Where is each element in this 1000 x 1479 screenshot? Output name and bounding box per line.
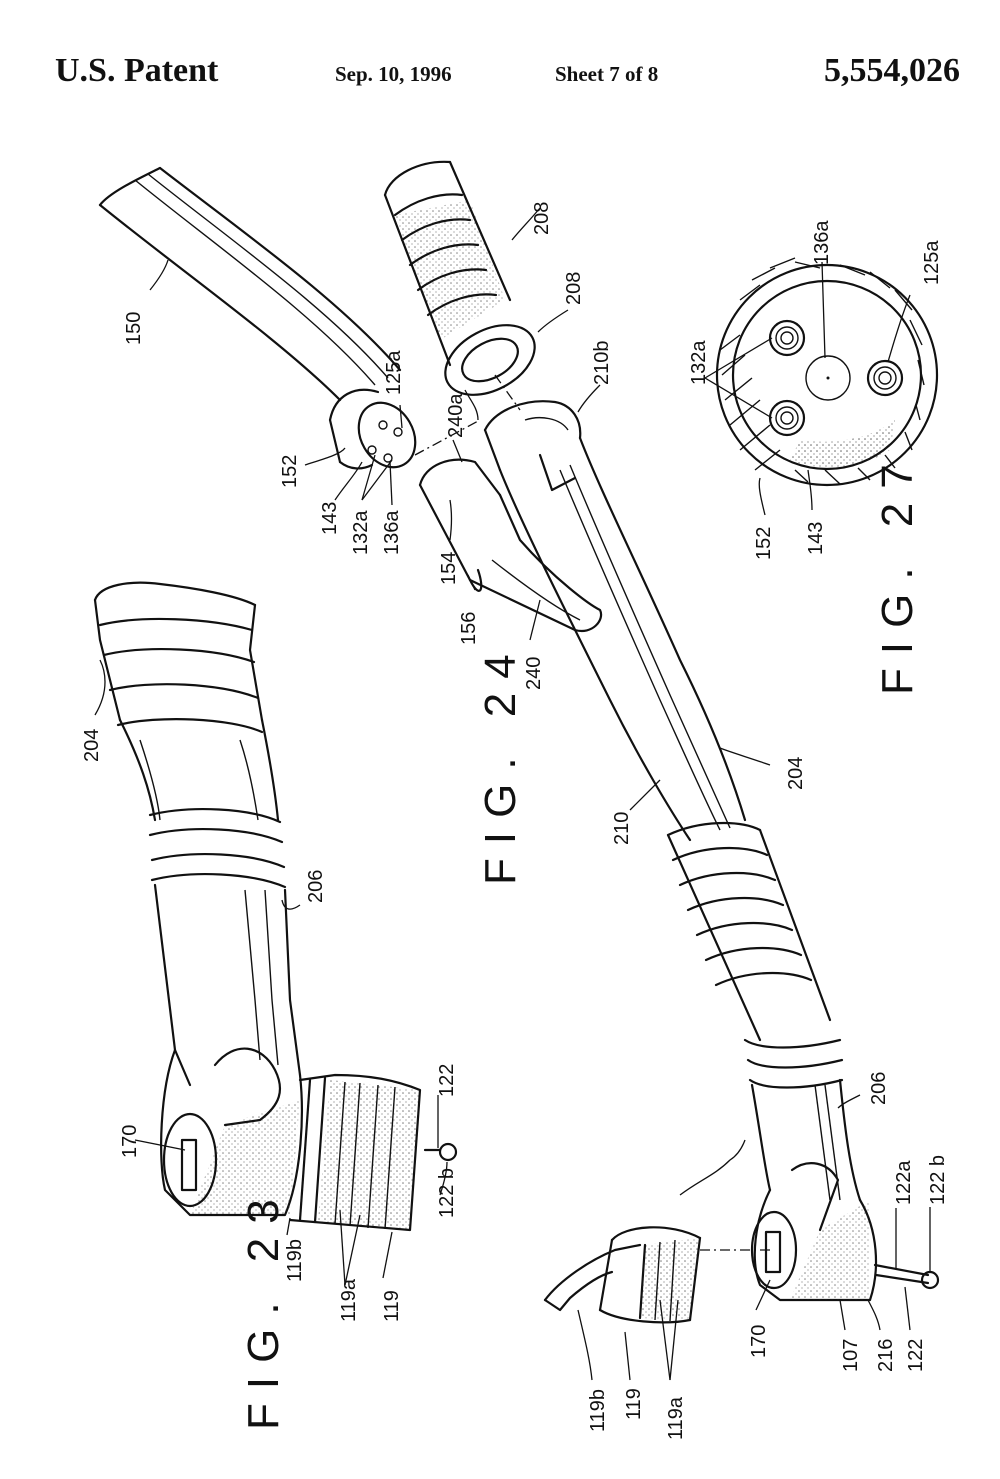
- fig24-label-170: 170: [748, 1325, 770, 1358]
- fig24-label-107: 107: [840, 1339, 862, 1372]
- fig23-label-119a: 119a: [338, 1278, 360, 1322]
- fig24-label-208-top: 208: [531, 202, 553, 235]
- fig27-label-136a: 136a: [811, 220, 833, 265]
- fig27-label-152: 152: [753, 527, 775, 560]
- fig24-label-122a: 122a: [893, 1160, 915, 1205]
- fig27-label-125a: 125a: [921, 240, 943, 285]
- figure-27-caption: FIG. 27: [873, 450, 922, 695]
- fig23-label-206: 206: [305, 870, 327, 903]
- figure-23-drawing: [93, 581, 458, 1286]
- fig24-label-240: 240: [523, 657, 545, 690]
- fig24-label-122b: 122 b: [927, 1155, 949, 1205]
- patent-date: Sep. 10, 1996: [335, 62, 452, 86]
- fig24-label-154: 154: [438, 552, 460, 585]
- fig23-label-119: 119: [381, 1290, 403, 1322]
- fig23-label-204: 204: [81, 729, 103, 762]
- figure-24-caption: FIG. 24: [476, 640, 525, 885]
- patent-number: 5,554,026: [824, 52, 960, 89]
- fig24-label-204: 204: [785, 757, 807, 790]
- fig24-label-206: 206: [868, 1072, 890, 1105]
- fig24-label-136a: 136a: [381, 510, 403, 555]
- fig24-label-119b: 119b: [587, 1389, 609, 1432]
- fig24-label-132a: 132a: [350, 510, 372, 555]
- fig27-label-132a: 132a: [688, 340, 710, 385]
- fig24-label-150: 150: [123, 312, 145, 345]
- figure-27-drawing: [704, 257, 939, 516]
- fig24-label-210b: 210b: [591, 341, 613, 386]
- fig24-label-119: 119: [623, 1388, 645, 1420]
- fig24-label-216: 216: [875, 1339, 897, 1372]
- sheet-number: Sheet 7 of 8: [555, 62, 659, 86]
- fig24-label-152: 152: [279, 455, 301, 488]
- fig24-label-122: 122: [905, 1339, 927, 1372]
- patent-header: U.S. Patent Sep. 10, 1996 Sheet 7 of 8 5…: [0, 52, 1000, 92]
- fig23-label-119b: 119b: [284, 1239, 306, 1282]
- fig24-label-210: 210: [611, 812, 633, 845]
- fig27-label-143: 143: [805, 522, 827, 555]
- fig24-label-119a: 119a: [665, 1396, 687, 1440]
- fig24-label-125a: 125a: [383, 350, 405, 395]
- fig24-label-240a: 240a: [445, 393, 467, 438]
- fig24-label-208: 208: [563, 272, 585, 305]
- patent-office-label: U.S. Patent: [55, 52, 219, 89]
- fig23-label-122b: 122 b: [436, 1168, 458, 1218]
- fig23-label-122: 122: [436, 1064, 458, 1097]
- fig23-label-170: 170: [119, 1125, 141, 1158]
- fig24-label-143: 143: [319, 502, 341, 535]
- fig24-label-156: 156: [458, 612, 480, 645]
- figure-24-drawing: [98, 160, 940, 1381]
- figure-23-caption: FIG. 23: [239, 1185, 288, 1430]
